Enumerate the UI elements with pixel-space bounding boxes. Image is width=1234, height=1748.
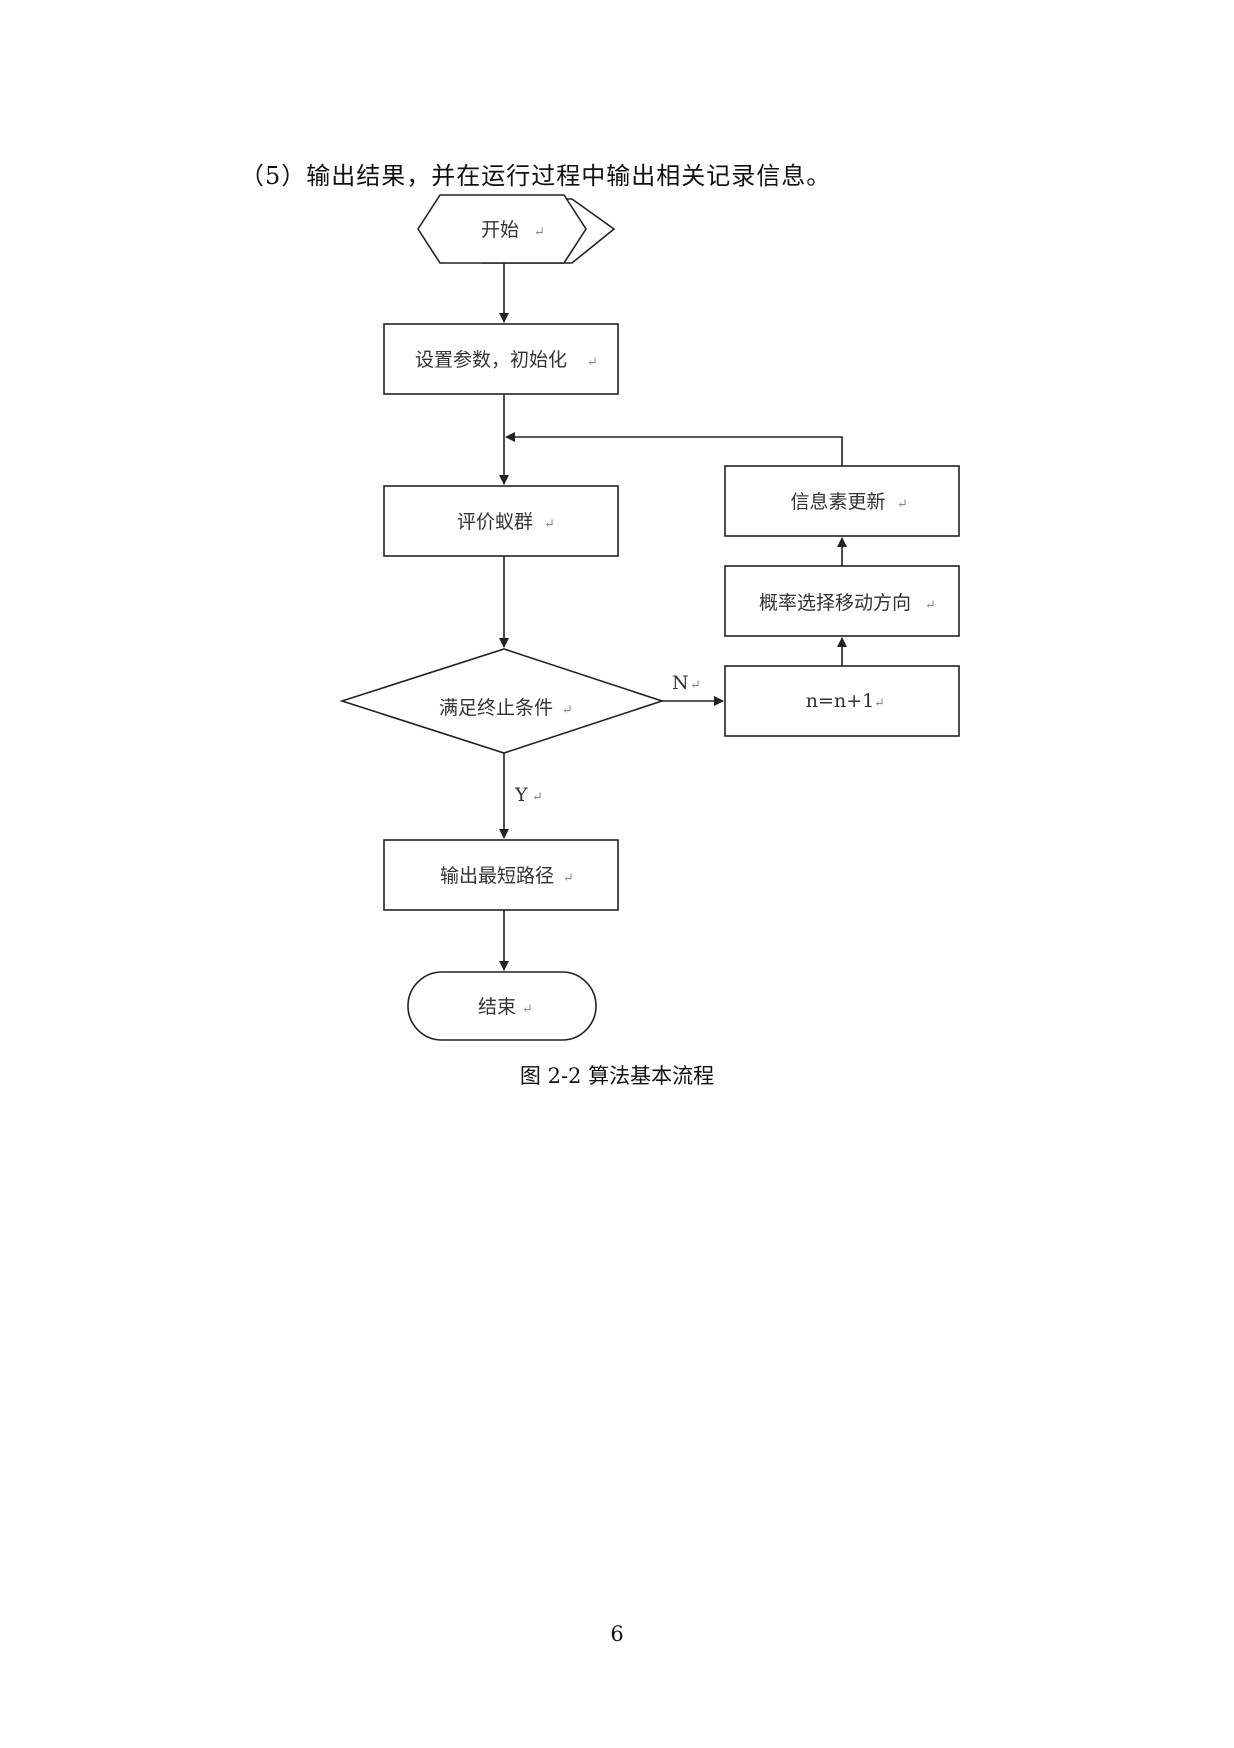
output-label: 输出最短路径	[440, 865, 554, 887]
intro-paragraph: （5）输出结果，并在运行过程中输出相关记录信息。	[240, 162, 832, 190]
update-node: 信息素更新 ↵	[724, 465, 960, 537]
paragraph-mark: ↵	[562, 703, 573, 718]
select-node: 概率选择移动方向 ↵	[724, 565, 960, 637]
page-number: 6	[610, 1622, 624, 1646]
paragraph-mark: ↵	[534, 225, 545, 240]
condition-label: 满足终止条件	[439, 697, 553, 719]
paragraph-mark: ↵	[897, 497, 908, 512]
end-node: 结束 ↵	[407, 971, 597, 1041]
select-label: 概率选择移动方向	[759, 592, 911, 614]
paragraph-mark: ↵	[690, 678, 701, 693]
paragraph-mark: ↵	[544, 517, 555, 532]
paragraph-mark: ↵	[874, 696, 885, 711]
paragraph-mark: ↵	[532, 790, 543, 805]
increment-node: n=n+1 ↵	[724, 665, 960, 737]
figure-caption: 图 2-2 算法基本流程	[519, 1064, 715, 1088]
start-label: 开始	[481, 219, 519, 241]
yes-label: Y	[514, 784, 528, 806]
no-label: N	[672, 672, 689, 694]
start-node: 开始 ↵	[417, 194, 616, 264]
update-label: 信息素更新	[790, 491, 885, 513]
edge-update-loop	[505, 432, 843, 466]
increment-label: n=n+1	[806, 690, 874, 712]
init-node: 设置参数，初始化 ↵	[383, 323, 619, 395]
evaluate-label: 评价蚁群	[457, 511, 533, 533]
end-label: 结束	[478, 996, 516, 1018]
paragraph-mark: ↵	[587, 355, 598, 370]
condition-node: 满足终止条件 ↵	[339, 648, 665, 754]
evaluate-node: 评价蚁群 ↵	[383, 485, 619, 557]
init-label: 设置参数，初始化	[415, 349, 567, 371]
paragraph-mark: ↵	[563, 871, 574, 886]
output-node: 输出最短路径 ↵	[383, 839, 619, 911]
paragraph-mark: ↵	[522, 1002, 533, 1017]
paragraph-mark: ↵	[925, 598, 936, 613]
